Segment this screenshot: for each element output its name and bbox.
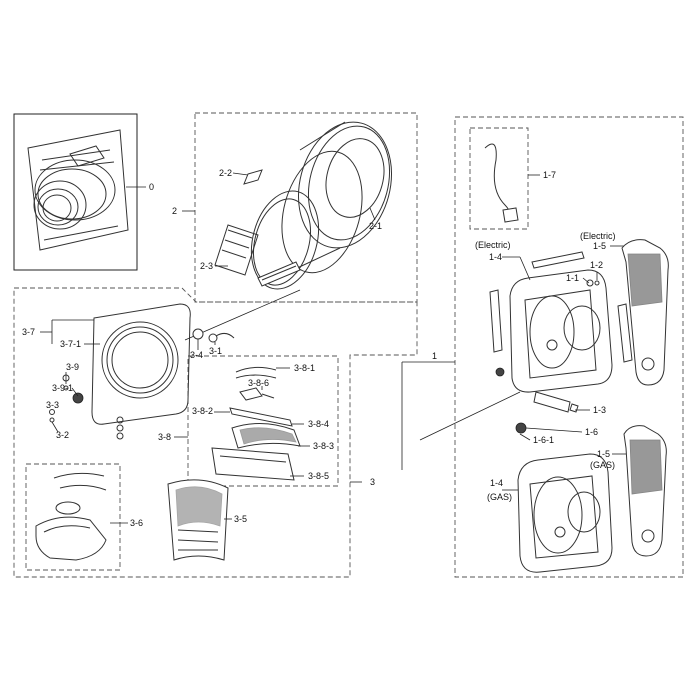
label-1-1: 1-1 [566,273,579,283]
label-1-4-electric: 1-4 [489,252,502,262]
gas-rear-frame [517,453,613,573]
leader-1-4e-b [519,256,531,281]
label-2-1: 2-1 [369,221,382,231]
label-3-9: 3-9 [66,362,79,372]
leader-1-1 [582,277,590,284]
leader-1-6-1 [519,433,531,441]
label-1-6-1: 1-6-1 [533,435,554,445]
part-1-3 [533,391,579,413]
label-3-5: 3-5 [234,514,247,524]
label-1-5-electric: 1-5 [593,241,606,251]
label-3-8-4: 3-8-4 [308,419,329,429]
label-3-4: 3-4 [190,350,203,360]
leader-1-6 [525,427,583,433]
assembly-0-drawing [27,129,129,251]
label-electric-right: (Electric) [580,231,616,241]
label-3-7-1: 3-7-1 [60,339,81,349]
leader-2-to-3 [184,289,301,341]
cable-1-7 [484,143,519,223]
assembly-0: 0 [13,113,154,271]
small-parts-1-1-1-2 [586,279,600,287]
motor-1-6 [495,367,527,434]
door-parts-3-8 [211,366,301,481]
small-part-2-2 [243,169,263,185]
label-3-8-2: 3-8-2 [192,406,213,416]
front-frame-3-7 [91,303,191,425]
label-1-2: 1-2 [590,260,603,270]
electric-rear-frame [509,269,613,393]
parts-3-4-3-1 [192,328,235,343]
label-3-6: 3-6 [130,518,143,528]
label-3-9-1: 3-9-1 [52,383,73,393]
label-3-7: 3-7 [22,327,35,337]
label-1-7: 1-7 [543,170,556,180]
label-3-8: 3-8 [158,432,171,442]
label-1-6: 1-6 [585,427,598,437]
label-3-8-5: 3-8-5 [308,471,329,481]
leader-1-to-frame [419,391,521,441]
label-3-2: 3-2 [56,430,69,440]
assembly-3-6-frame [25,463,121,571]
label-gas-right: (GAS) [590,460,615,470]
gas-duct-1-5 [623,425,667,557]
drum-drawing [214,121,393,290]
label-2-3: 2-3 [200,261,213,271]
label-3-8-6: 3-8-6 [248,378,269,388]
label-1-3: 1-3 [593,405,606,415]
baffle-bar [257,261,301,287]
label-3-1: 3-1 [209,346,222,356]
label-2-2: 2-2 [219,168,232,178]
label-1-4-gas: 1-4 [490,478,503,488]
assembly-1: 1-7 1 [401,116,684,578]
label-3-3: 3-3 [46,400,59,410]
assembly-1-frame [454,116,684,578]
label-3-8-1: 3-8-1 [294,363,315,373]
small-parts-3-9 [49,374,124,440]
label-1-5-gas: 1-5 [597,449,610,459]
leader-2-1 [369,207,376,221]
leader-3-9-1 [71,387,79,397]
assembly-0-frame [13,113,138,271]
assembly-2: 2 2-2 2-1 2-3 [172,112,418,341]
label-0: 0 [149,182,154,192]
leader-3-2 [51,421,59,433]
label-3-8-3: 3-8-3 [313,441,334,451]
leader-2-2 [232,172,249,176]
label-1: 1 [432,351,437,361]
parts-3-6 [35,472,107,561]
electric-side-strips [489,251,633,363]
label-3: 3 [370,477,375,487]
assembly-3-8-frame [187,355,339,487]
label-2: 2 [172,206,177,216]
baffle-part [214,224,259,276]
label-gas-left: (GAS) [487,492,512,502]
label-electric-left: (Electric) [475,240,511,250]
assembly-1-7-frame [469,127,529,230]
filter-3-5 [167,479,229,561]
electric-duct-1-5 [621,239,669,386]
assembly-3: 3-7 3-7-1 3-4 3-1 3-9 3-9-1 3-3 3-2 3-8-… [13,287,418,578]
